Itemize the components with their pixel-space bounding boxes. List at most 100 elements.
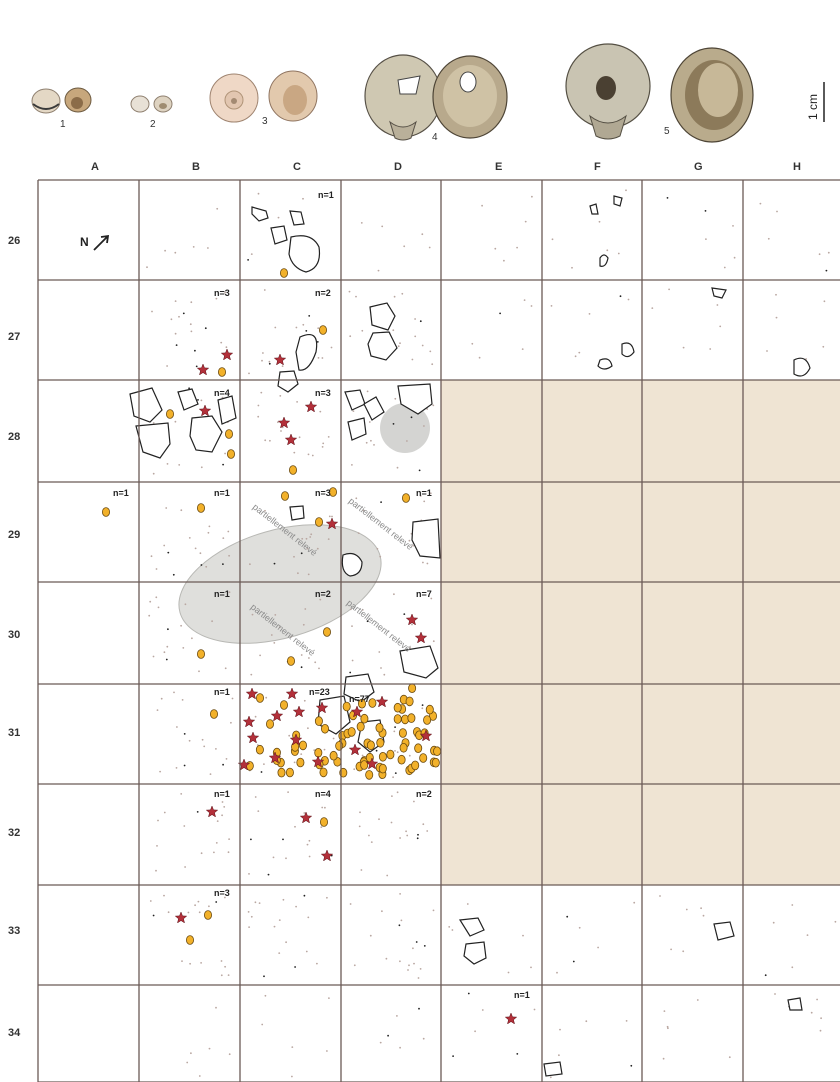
scatter-dot (250, 838, 252, 841)
stone-outline (463, 941, 487, 965)
scatter-dot (767, 237, 770, 240)
scatter-dot (366, 620, 369, 623)
bead-marker (405, 696, 414, 707)
scatter-dot (215, 297, 218, 300)
bead-marker (265, 719, 274, 729)
scatter-dot (408, 539, 411, 542)
scatter-dot (249, 563, 251, 566)
star-markers (174, 348, 518, 1025)
scatter-dot (392, 329, 395, 332)
scatter-dot (571, 266, 573, 269)
scatter-dot (827, 251, 830, 254)
column-label-e: E (495, 161, 502, 173)
scatter-dot (318, 667, 320, 670)
bead-marker (423, 715, 432, 725)
scatter-dot (259, 654, 261, 657)
star-marker (405, 613, 419, 626)
row-label-26: 26 (8, 235, 20, 247)
scatter-dot (211, 620, 214, 623)
scatter-dot (466, 903, 469, 905)
shaded-area (441, 380, 840, 885)
scatter-dot (191, 637, 193, 640)
scatter-dot (248, 873, 250, 875)
star-marker (504, 1012, 518, 1025)
north-arrow: N (80, 234, 110, 251)
count-label-c32: n=4 (315, 789, 331, 799)
scatter-dot (306, 547, 309, 550)
scatter-dot (405, 830, 407, 833)
scatter-dot (181, 699, 184, 701)
shell-label-1: 1 (60, 119, 66, 130)
scatter-dot (421, 344, 424, 347)
scatter-dot (417, 977, 420, 979)
scatter-dot (295, 905, 297, 908)
scatter-dot (157, 606, 160, 609)
scatter-dot (370, 439, 372, 442)
scatter-dot (481, 204, 483, 207)
scatter-dot (156, 845, 158, 847)
scatter-dot (300, 654, 303, 656)
row-label-28: 28 (8, 431, 20, 443)
stone-outline (277, 370, 299, 393)
scatter-dot (360, 222, 363, 224)
scatter-dot (411, 358, 414, 361)
scatter-dot (303, 812, 306, 814)
count-label-b27: n=3 (214, 288, 230, 298)
scatter-dot (558, 1054, 560, 1057)
scatter-dot (319, 598, 322, 601)
bead-marker (408, 683, 417, 693)
scatter-dot (696, 999, 699, 1001)
scatter-dot (566, 915, 569, 918)
bead-marker (314, 716, 323, 726)
scatter-dot (152, 472, 155, 475)
scatter-dot (409, 647, 411, 649)
star-marker (311, 755, 325, 768)
scatter-dot (810, 1011, 813, 1014)
scatter-dot (368, 834, 370, 837)
scatter-dot (421, 233, 424, 236)
scatter-dot (410, 416, 413, 419)
scatter-dot (667, 1027, 669, 1030)
scatter-dot (834, 920, 837, 923)
bead-marker (296, 757, 305, 768)
scatter-dot (225, 758, 228, 760)
scatter-dot (260, 771, 263, 773)
disturbed-zone-ellipse (178, 524, 382, 644)
scatter-dot (306, 843, 309, 846)
scatter-dot (297, 572, 299, 575)
scatter-dot (250, 253, 253, 256)
scatter-dot (303, 894, 306, 897)
count-label-b28: n=4 (214, 388, 230, 398)
scatter-dot (300, 552, 303, 555)
star-marker (375, 695, 389, 708)
scatter-dot (668, 288, 670, 291)
bead-marker (185, 935, 194, 945)
bead-marker (285, 767, 294, 778)
scatter-dot (222, 537, 225, 539)
scatter-dot (167, 628, 169, 631)
scatter-dot (393, 730, 396, 733)
row-label-33: 33 (8, 925, 20, 937)
scatter-dot (152, 655, 155, 658)
scatter-dot (228, 838, 231, 840)
scatter-dot (478, 356, 481, 359)
scatter-dot (816, 998, 818, 1001)
scatter-dot (152, 422, 155, 424)
scatter-dot (257, 810, 260, 812)
scatter-dot (194, 349, 196, 352)
scatter-dot (215, 842, 218, 844)
scatter-dot (303, 699, 306, 702)
count-label-c29: n=3 (315, 488, 331, 498)
bead-marker (280, 491, 289, 501)
star-marker (320, 849, 334, 862)
scatter-dot (349, 903, 352, 905)
scatter-dot (759, 202, 762, 205)
scatter-dot (448, 926, 451, 928)
scatter-dot (165, 507, 168, 509)
scale-bar-label: 1 cm (806, 94, 820, 120)
count-label-d30: n=7 (416, 589, 432, 599)
scatter-dot (317, 357, 320, 359)
column-label-a: A (91, 161, 99, 173)
scatter-dot (182, 647, 185, 649)
